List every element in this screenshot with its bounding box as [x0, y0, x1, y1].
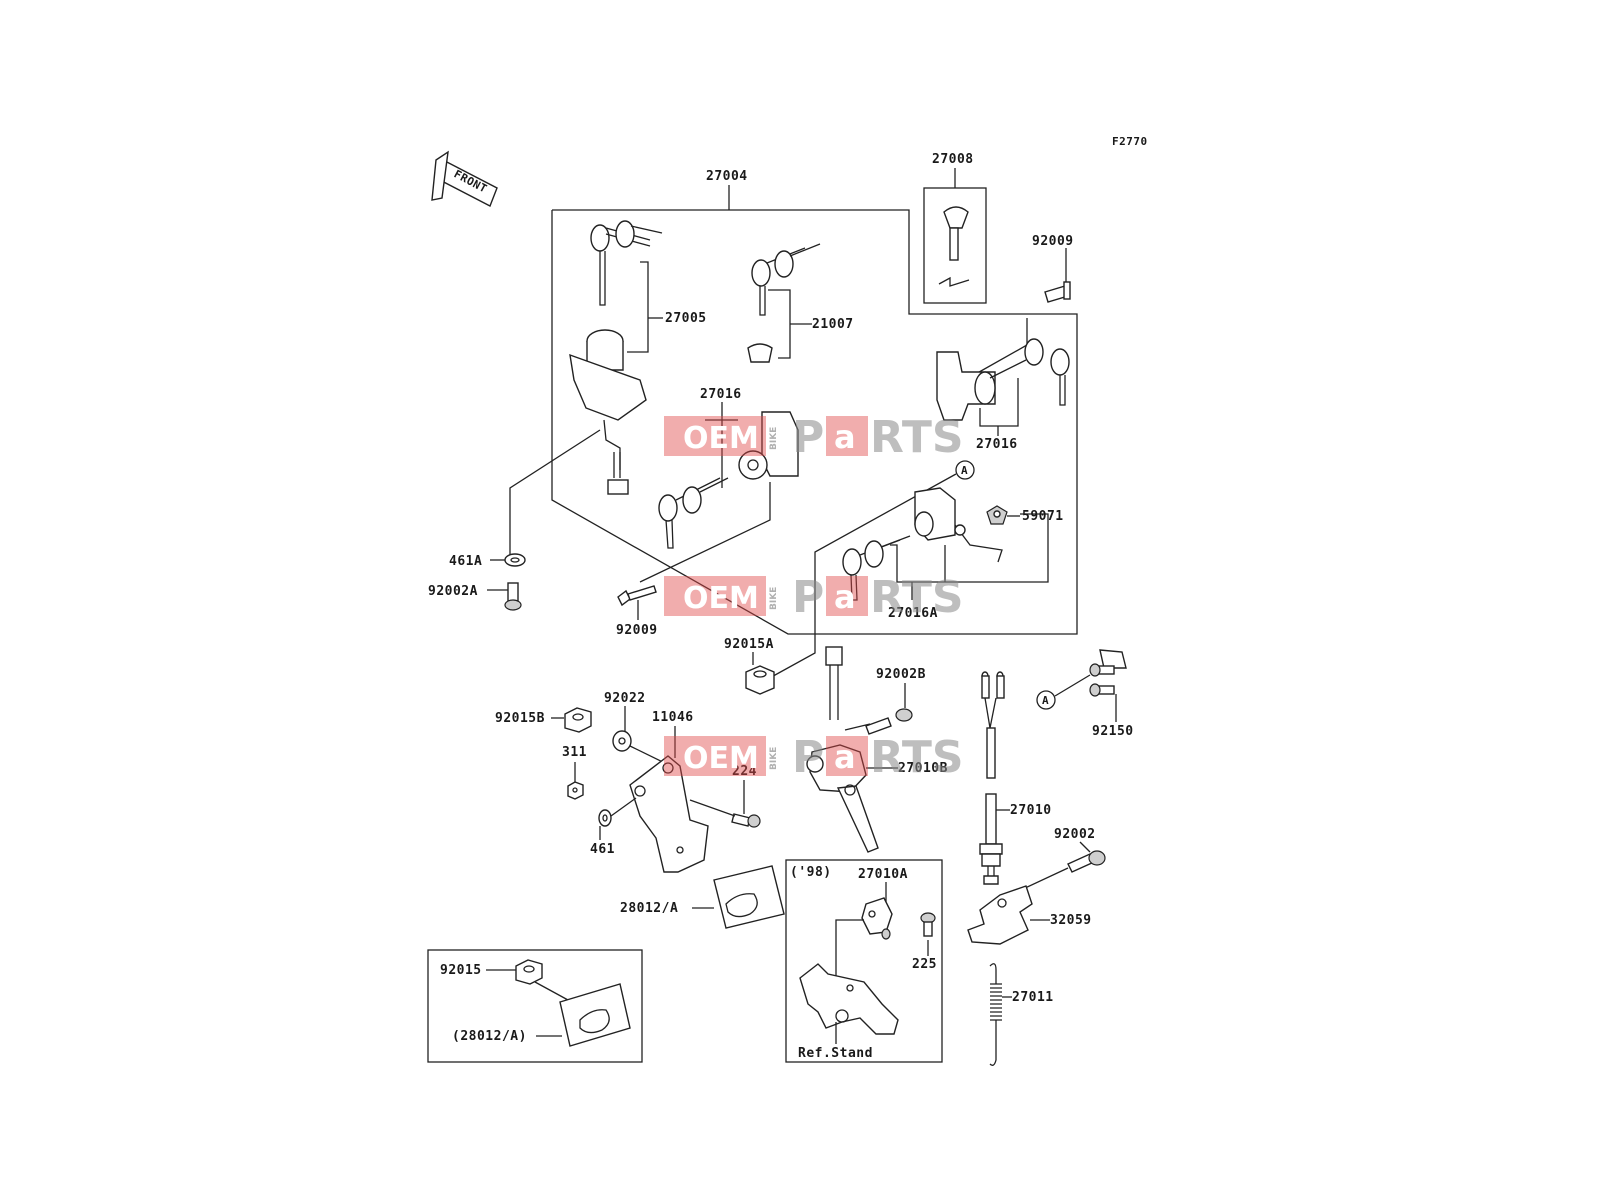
label-27005: 27005	[665, 311, 707, 326]
bolt-92002A-icon	[504, 582, 522, 611]
label-92002A: 92002A	[428, 584, 478, 599]
label-27004: 27004	[706, 169, 748, 184]
svg-text:RTS: RTS	[870, 412, 964, 463]
nut-311-icon	[567, 781, 584, 800]
svg-text:RTS: RTS	[870, 572, 964, 623]
svg-text:a: a	[834, 418, 856, 456]
ref-a-circle-bottom	[1036, 690, 1056, 710]
bolt-92150-icon	[1089, 649, 1127, 697]
helmet-lock-27016-icon	[936, 351, 996, 421]
label-27010B: 27010B	[898, 761, 948, 776]
reflector-28012A-icon	[713, 865, 785, 929]
label-27010: 27010	[1010, 803, 1052, 818]
bolt-225-icon	[920, 912, 936, 937]
inset-box-reflector	[427, 949, 643, 1063]
bracket-11046-icon	[629, 755, 709, 873]
svg-text:BIKE: BIKE	[769, 747, 779, 770]
keys-27016A-icon	[842, 535, 911, 601]
spring-27011-icon	[989, 963, 1002, 1066]
ignition-switch-icon	[569, 329, 647, 495]
front-arrow-icon: FRONT	[431, 150, 498, 207]
bracket-32059-icon	[967, 885, 1033, 945]
bolt-224-icon	[731, 813, 761, 828]
bolt-92002-icon	[1067, 850, 1106, 873]
screw-92009-top-icon	[1044, 281, 1071, 303]
svg-text:a: a	[834, 578, 856, 616]
ref-a-2: A	[1042, 694, 1049, 707]
label-27008: 27008	[932, 152, 974, 167]
svg-text:BIKE: BIKE	[769, 427, 779, 450]
label-27010A: 27010A	[858, 867, 908, 882]
watermark-1: OEM BIKE P a RTS	[664, 412, 964, 463]
assembly-27004-outline	[551, 209, 1078, 635]
clip-59071-icon	[986, 505, 1008, 525]
svg-text:OEM: OEM	[683, 741, 759, 776]
nut-92015B-icon	[564, 707, 592, 733]
label-224: 224	[732, 764, 757, 779]
label-32059: 32059	[1050, 913, 1092, 928]
nut-92015A-icon	[745, 665, 775, 695]
svg-text:P: P	[792, 572, 824, 623]
bolt-92002B-icon	[865, 708, 913, 735]
label-92002B: 92002B	[876, 667, 926, 682]
washer-461A-icon	[504, 553, 526, 567]
label-92022: 92022	[604, 691, 646, 706]
label-27016-left: 27016	[700, 387, 742, 402]
nut-92015-icon	[515, 959, 543, 985]
watermark-2: OEM BIKE P a RTS	[664, 572, 964, 623]
label-59071: 59071	[1022, 509, 1064, 524]
label-92015A: 92015A	[724, 637, 774, 652]
svg-text:BIKE: BIKE	[769, 587, 779, 610]
keys-27016-right-icon	[989, 338, 1070, 406]
keys-27005-icon	[590, 220, 663, 306]
key-cap-icon	[747, 343, 773, 363]
label-225: 225	[912, 957, 937, 972]
label-21007: 21007	[812, 317, 854, 332]
switch-27010A-icon	[861, 897, 893, 940]
label-27011: 27011	[1012, 990, 1054, 1005]
screw-92009-bottom-icon	[617, 585, 657, 607]
ref-a-circle-top	[955, 460, 975, 480]
label-28012A: 28012/A	[620, 901, 678, 916]
svg-text:RTS: RTS	[870, 732, 964, 783]
label-311: 311	[562, 745, 587, 760]
key-blank-icon	[938, 206, 970, 287]
keys-27016-left-icon	[658, 477, 729, 549]
label-92009-top: 92009	[1032, 234, 1074, 249]
label-27016-right: 27016	[976, 437, 1018, 452]
label-27016A: 27016A	[888, 606, 938, 621]
label-92015: 92015	[440, 963, 482, 978]
label-11046: 11046	[652, 710, 694, 725]
washer-92022-icon	[612, 730, 632, 752]
year-98: ('98)	[790, 865, 832, 880]
ref-stand: Ref.Stand	[798, 1046, 873, 1061]
seat-lock-27016-icon	[738, 411, 799, 480]
lock-27016A-icon	[914, 487, 1003, 563]
label-461: 461	[590, 842, 615, 857]
label-92015B: 92015B	[495, 711, 545, 726]
keys-21007-icon	[751, 243, 821, 316]
watermark-3: OEM BIKE P a RTS	[664, 732, 964, 783]
svg-text:P: P	[792, 732, 824, 783]
figure-code: F2770	[1112, 135, 1148, 148]
label-92002: 92002	[1054, 827, 1096, 842]
label-92150: 92150	[1092, 724, 1134, 739]
label-461A: 461A	[449, 554, 482, 569]
reflector-inset-icon	[559, 983, 631, 1047]
svg-text:a: a	[834, 738, 856, 776]
switch-27010B-icon	[806, 646, 879, 853]
switch-27010-icon	[979, 671, 1005, 885]
svg-text:P: P	[792, 412, 824, 463]
label-28012A-paren: (28012/A)	[452, 1029, 527, 1044]
washer-461-icon	[598, 809, 612, 827]
label-92009-bottom: 92009	[616, 623, 658, 638]
ref-a-1: A	[961, 464, 968, 477]
stand-bracket-icon	[799, 963, 899, 1035]
inset-box-98	[785, 859, 943, 1063]
svg-text:OEM: OEM	[683, 421, 759, 456]
svg-text:OEM: OEM	[683, 581, 759, 616]
